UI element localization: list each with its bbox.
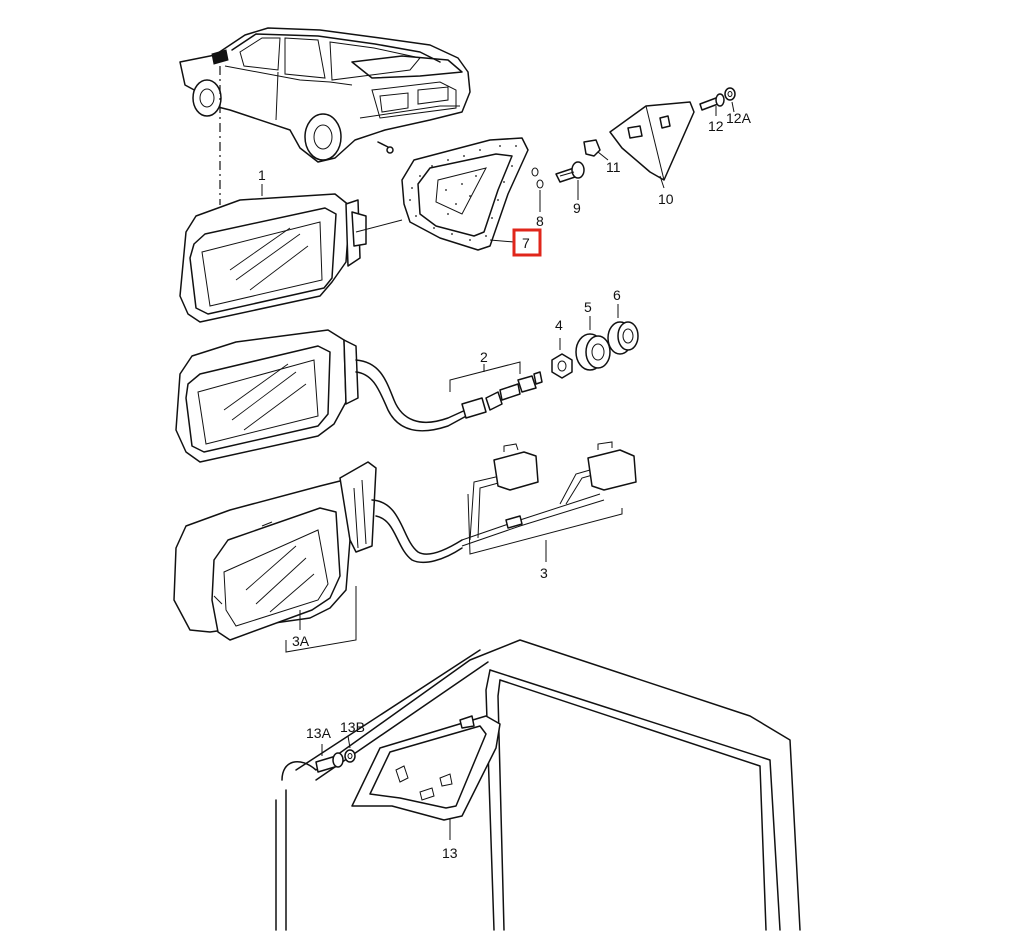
triangle-cover-7 (401, 137, 529, 251)
bushing-5 (575, 316, 611, 371)
callout-7-highlight (512, 228, 542, 257)
door-frame (275, 639, 801, 931)
callout-3: 3 (540, 565, 548, 581)
callout-4: 4 (555, 317, 563, 333)
callout-12a: 12A (726, 110, 752, 126)
trim-panel-10 (609, 101, 695, 189)
car-illustration (179, 27, 471, 205)
callout-12: 12 (708, 118, 724, 134)
callout-5: 5 (584, 299, 592, 315)
callout-13b: 13B (340, 719, 365, 735)
screw-13A (315, 744, 344, 773)
o-ring-8 (531, 167, 544, 212)
callout-6: 6 (613, 287, 621, 303)
callout-9: 9 (573, 200, 581, 216)
callout-8: 8 (536, 213, 544, 229)
callout-1: 1 (258, 167, 266, 183)
mirror-housing-3 (173, 441, 637, 653)
callout-7: 7 (522, 235, 530, 251)
mirror-housing-1 (179, 193, 403, 323)
grommet-6 (607, 304, 639, 355)
washer-13B (344, 735, 356, 763)
callout-11: 11 (606, 159, 621, 175)
callout-2: 2 (480, 349, 488, 365)
nut-4 (551, 338, 573, 379)
callout-13: 13 (442, 845, 458, 861)
screw-12 (699, 93, 725, 116)
screw-9 (555, 161, 585, 200)
callout-10: 10 (658, 191, 674, 207)
callout-labels: 1 2 3 3A 4 5 6 7 8 9 10 11 12 12A 13 13A… (258, 110, 752, 861)
clip-11 (583, 139, 609, 161)
callout-3a: 3A (292, 633, 310, 649)
nut-12A (724, 87, 736, 113)
mirror-housing-2 (175, 329, 543, 463)
callout-13a: 13A (306, 725, 332, 741)
